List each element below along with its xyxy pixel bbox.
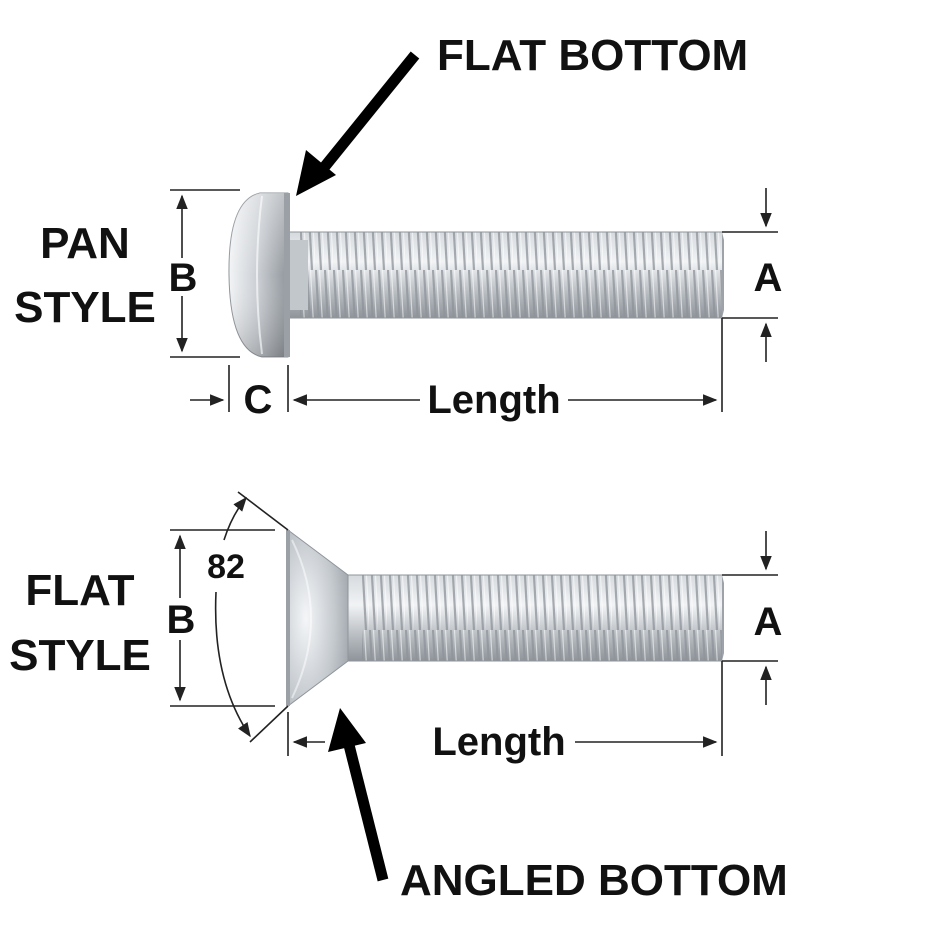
flat-dim-length-label: Length (432, 720, 565, 764)
flat-bottom-pointer (296, 51, 420, 196)
pan-style-label-line1: PAN (40, 219, 130, 268)
angled-bottom-label: ANGLED BOTTOM (400, 856, 788, 905)
arrowhead-icon (328, 708, 366, 752)
flat-style-label-line1: FLAT (25, 566, 134, 615)
angled-bottom-pointer (328, 708, 389, 882)
arrowhead-icon (296, 150, 336, 196)
pan-dimension-lines (170, 188, 778, 412)
flat-style-label-line2: STYLE (9, 631, 151, 680)
flat-dim-b-label: B (167, 598, 196, 642)
pan-screw-head (228, 192, 290, 358)
flat-dimension-lines (170, 491, 778, 756)
pan-dim-length-label: Length (427, 378, 560, 422)
pan-style-label-line2: STYLE (14, 283, 156, 332)
flat-screw-shank (345, 574, 724, 662)
pan-dim-a-label: A (754, 256, 783, 300)
flat-screw-head (286, 529, 349, 707)
flat-dim-a-label: A (754, 600, 783, 644)
flat-style-screw (286, 529, 724, 707)
pan-style-screw (228, 192, 724, 358)
pan-dim-b-label: B (169, 256, 198, 300)
flat-dim-angle-label: 82 (207, 548, 245, 586)
flat-bottom-label: FLAT BOTTOM (437, 31, 748, 80)
pan-screw-shank (290, 231, 724, 319)
pan-dim-c-label: C (244, 378, 273, 422)
